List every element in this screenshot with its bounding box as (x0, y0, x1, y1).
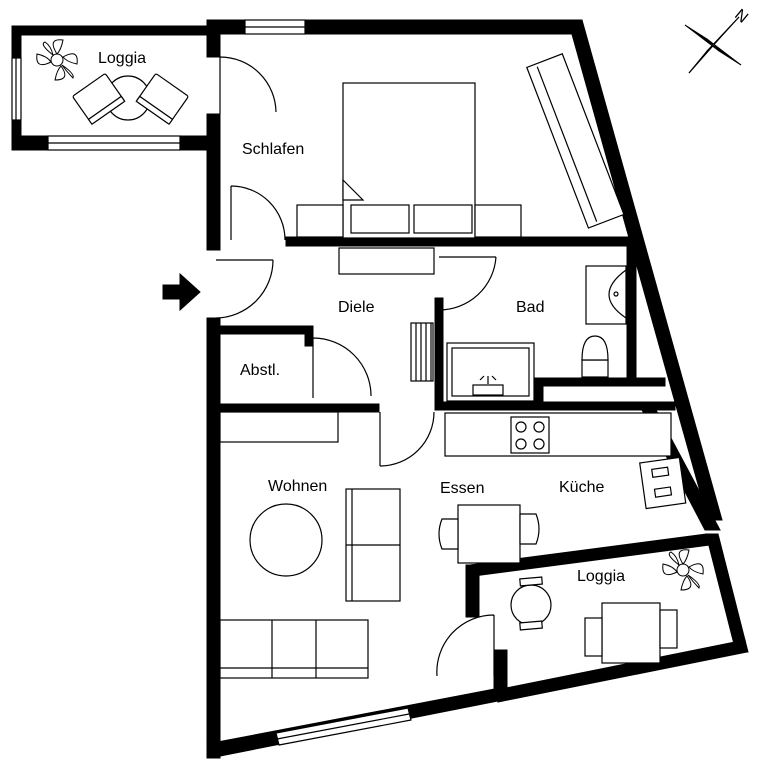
pillow (413, 204, 473, 234)
chair (519, 513, 540, 545)
room-label-bad: Bad (516, 299, 544, 316)
door-swing (230, 185, 286, 241)
door-swing (219, 56, 277, 114)
room-label-wohnen: Wohnen (268, 478, 327, 495)
wall (534, 377, 544, 409)
entrance-arrow-icon (162, 272, 201, 312)
cooker (639, 456, 687, 510)
wall (206, 325, 314, 335)
sideboard (219, 411, 339, 443)
door-swing (312, 337, 372, 398)
round-table (249, 503, 323, 577)
door-swing (379, 411, 435, 467)
wall (206, 113, 221, 251)
plant-icon (662, 549, 704, 591)
door-swing (436, 614, 495, 677)
shower-tray (472, 384, 504, 396)
wall (434, 297, 444, 409)
nightstand (474, 204, 522, 238)
plant-icon (36, 39, 78, 81)
room-label-abstl: Abstl. (240, 362, 280, 379)
windows (11, 19, 412, 746)
dining-table (457, 504, 521, 564)
chair (72, 73, 126, 126)
wall (11, 25, 221, 36)
wall (206, 317, 221, 759)
toilet (581, 359, 609, 378)
wall (534, 377, 666, 387)
wall (626, 239, 637, 381)
compass-rose-icon (684, 16, 742, 74)
doors (215, 56, 497, 677)
wall (567, 19, 723, 521)
wall (304, 325, 314, 347)
room-label-schlafen: Schlafen (242, 141, 304, 158)
radiator (410, 322, 434, 382)
bench (338, 247, 435, 275)
nightstand (296, 204, 344, 238)
stove (510, 416, 550, 454)
sofa (219, 619, 369, 679)
door-swing (438, 256, 497, 311)
pillow (350, 204, 410, 234)
wall (705, 533, 749, 653)
chair (135, 73, 189, 126)
room-label-kueche: Küche (559, 479, 604, 496)
chair (519, 620, 543, 631)
door-swing (215, 259, 274, 319)
chair (584, 617, 603, 657)
wall (465, 564, 480, 618)
furniture (72, 53, 687, 679)
room-label-loggia-bottom: Loggia (577, 568, 625, 585)
wall (434, 401, 676, 411)
room-label-essen: Essen (440, 480, 484, 497)
chair (519, 576, 543, 587)
wall (206, 19, 221, 58)
room-label-loggia-top: Loggia (98, 50, 146, 67)
kitchen-counter (444, 412, 672, 457)
compass-north-label: N (731, 6, 751, 26)
wall (206, 403, 380, 413)
chair (659, 609, 678, 649)
round-table (510, 584, 552, 626)
room-label-diele: Diele (338, 299, 375, 316)
wardrobe (526, 53, 625, 229)
chair (438, 518, 459, 550)
dining-table (601, 602, 661, 664)
walls (11, 19, 749, 759)
